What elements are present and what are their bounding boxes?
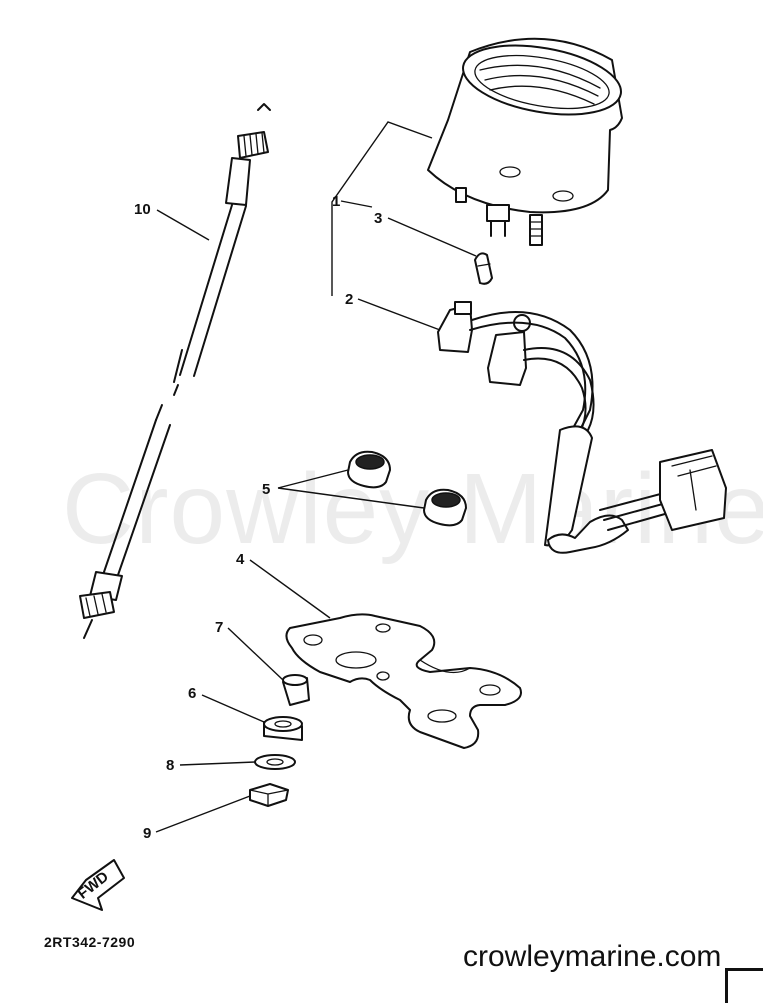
callout-6: 6 <box>188 685 196 702</box>
spacer <box>263 716 303 741</box>
mounting-bracket <box>285 613 522 749</box>
leader-lines <box>155 121 477 833</box>
website-label: crowleymarine.com <box>463 940 722 973</box>
callout-2: 2 <box>345 291 353 308</box>
callout-9: 9 <box>143 825 151 842</box>
grommets <box>347 450 467 527</box>
bulb <box>474 252 493 285</box>
callout-1: 1 <box>332 193 340 210</box>
callout-4: 4 <box>236 551 245 568</box>
speedometer-housing <box>427 37 623 246</box>
corner-mark <box>725 968 763 1003</box>
callout-8: 8 <box>166 757 174 774</box>
callouts: 1 2 3 4 5 6 7 8 9 10 <box>134 193 382 842</box>
callout-5: 5 <box>262 481 270 498</box>
catalog-number: 2RT342-7290 <box>44 934 136 950</box>
callout-7: 7 <box>215 619 223 636</box>
nut <box>249 783 289 807</box>
collar <box>282 674 310 706</box>
speedometer-cable <box>79 103 271 639</box>
fwd-arrow-icon: FWD <box>71 859 125 911</box>
callout-10: 10 <box>134 201 151 218</box>
washer <box>254 754 296 770</box>
bulb-sockets-wire-harness <box>437 301 727 554</box>
callout-3: 3 <box>374 210 382 227</box>
